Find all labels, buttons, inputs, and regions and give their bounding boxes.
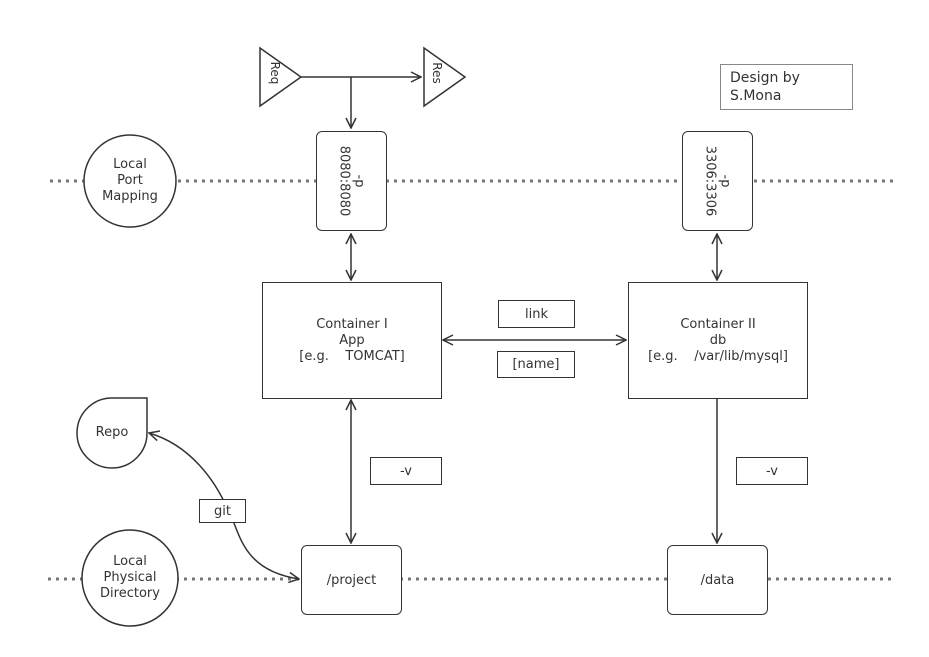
db-volume-flag: -v — [765, 463, 779, 479]
repo-shape — [76, 397, 148, 469]
physical-directory-circle — [81, 529, 179, 627]
container-app-example: [e.g. TOMCAT] — [299, 348, 405, 364]
container-app-role: App — [339, 332, 365, 348]
db-port-flag: -p — [717, 174, 733, 188]
project-directory-label: /project — [326, 572, 377, 588]
container-app: Container I App [e.g. TOMCAT] — [262, 282, 442, 399]
app-volume-flag-box: -v — [370, 457, 442, 485]
res-label: Res — [430, 62, 444, 84]
link-label: link — [525, 306, 548, 322]
app-port-mapping: 8080:8080 — [336, 145, 352, 217]
container-db-name: Container II — [680, 316, 756, 332]
container-db-example: [e.g. /var/lib/mysql] — [648, 348, 788, 364]
response-triangle — [423, 46, 467, 108]
credit-line-1: Design by — [730, 70, 800, 86]
git-label: git — [214, 503, 231, 519]
container-db: Container II db [e.g. /var/lib/mysql] — [628, 282, 808, 399]
port-mapping-circle — [83, 134, 177, 228]
project-directory-box: /project — [301, 545, 402, 615]
credit-line-2: S.Mona — [730, 88, 782, 104]
data-directory-box: /data — [667, 545, 768, 615]
db-volume-flag-box: -v — [736, 457, 808, 485]
port-mapping-label: Local Port Mapping — [102, 157, 158, 204]
db-port-box: -p 3306:3306 — [682, 131, 753, 231]
db-port-mapping: 3306:3306 — [702, 145, 718, 217]
repo-label: Repo — [95, 425, 129, 440]
container-app-name: Container I — [316, 316, 388, 332]
req-label: Req — [268, 61, 282, 85]
link-name: [name] — [512, 357, 560, 372]
request-triangle — [259, 46, 303, 108]
link-label-box: link — [498, 300, 575, 328]
app-port-flag: -p — [351, 174, 367, 188]
data-directory-label: /data — [700, 572, 735, 588]
app-port-box: -p 8080:8080 — [316, 131, 387, 231]
container-db-role: db — [709, 332, 727, 348]
link-name-box: [name] — [497, 351, 575, 378]
credit-box: Design by S.Mona — [720, 64, 853, 110]
app-volume-flag: -v — [399, 463, 413, 479]
physical-directory-label: Local Physical Directory — [100, 554, 160, 601]
git-label-box: git — [199, 499, 246, 523]
